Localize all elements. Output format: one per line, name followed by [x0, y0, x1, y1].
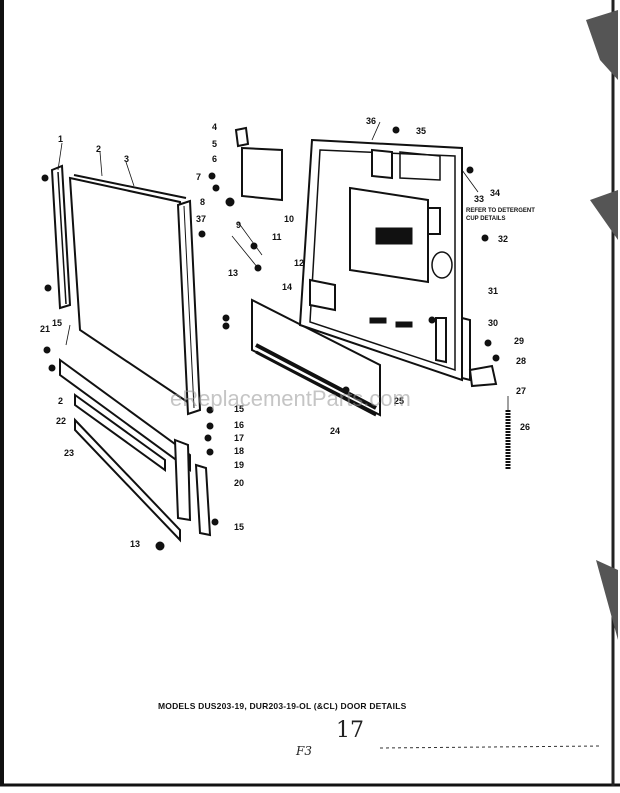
callout-26: 26 [520, 422, 530, 432]
callout-13: 13 [228, 268, 238, 278]
callout-18: 18 [234, 446, 244, 456]
callout-37: 37 [196, 214, 206, 224]
scan-dashes [379, 745, 601, 749]
callout-10: 10 [284, 214, 294, 224]
callout-25: 25 [394, 396, 404, 406]
callout-4: 4 [212, 122, 217, 132]
door-outer-panel [68, 174, 194, 407]
door-side-panels [173, 438, 212, 537]
callout-2b: 2 [58, 396, 63, 406]
callout-31: 31 [488, 286, 498, 296]
page-number: 17 [336, 718, 364, 743]
callout-5: 5 [212, 139, 217, 149]
callout-20: 20 [234, 478, 244, 488]
callout-12: 12 [294, 258, 304, 268]
callout-labels: 1 2 3 4 5 6 7 8 9 10 11 12 13 13 14 15 1… [40, 116, 530, 549]
callout-33: 33 [474, 194, 484, 204]
callout-15c: 15 [234, 522, 244, 532]
callout-13b: 13 [130, 539, 140, 549]
callout-16: 16 [234, 420, 244, 430]
callout-14: 14 [282, 282, 292, 292]
callout-6: 6 [212, 154, 217, 164]
callout-23: 23 [64, 448, 74, 458]
callout-21: 21 [40, 324, 50, 334]
callout-15b: 15 [52, 318, 62, 328]
callout-28: 28 [516, 356, 526, 366]
callout-35: 35 [416, 126, 426, 136]
callout-8: 8 [200, 197, 205, 207]
callout-22: 22 [56, 416, 66, 426]
callout-29: 29 [514, 336, 524, 346]
callout-19: 19 [234, 460, 244, 470]
callout-3: 3 [124, 154, 129, 164]
callout-7: 7 [196, 172, 201, 182]
callout-15: 15 [234, 404, 244, 414]
callout-30: 30 [488, 318, 498, 328]
leader-lines [57, 121, 509, 410]
inner-door-liner [298, 138, 463, 382]
callout-11: 11 [272, 232, 282, 242]
left-trim-strip [50, 164, 72, 310]
callout-9: 9 [236, 220, 241, 230]
callout-1: 1 [58, 134, 63, 144]
callout-34: 34 [490, 188, 500, 198]
callout-17: 17 [234, 433, 244, 443]
lower-trim-channel [59, 358, 191, 543]
callout-32: 32 [498, 234, 508, 244]
right-trim-strip [176, 199, 202, 416]
callout-36: 36 [366, 116, 376, 126]
callout-27: 27 [516, 386, 526, 396]
fastener-screws [41, 126, 500, 551]
figure-reference: F3 [296, 744, 312, 758]
hinge-assembly [234, 126, 498, 388]
note-line-1: REFER TO DETERGENT [466, 208, 535, 214]
callout-2: 2 [96, 144, 101, 154]
detergent-cup-note: REFER TO DETERGENT CUP DETAILS [466, 208, 535, 222]
watermark-text: eReplacementParts.com [170, 386, 411, 411]
diagram-caption: MODELS DUS203-19, DUR203-19-OL (&CL) DOO… [158, 701, 407, 711]
bottom-vent-assembly [251, 298, 381, 417]
note-line-2: CUP DETAILS [466, 216, 505, 222]
callout-24: 24 [330, 426, 340, 436]
